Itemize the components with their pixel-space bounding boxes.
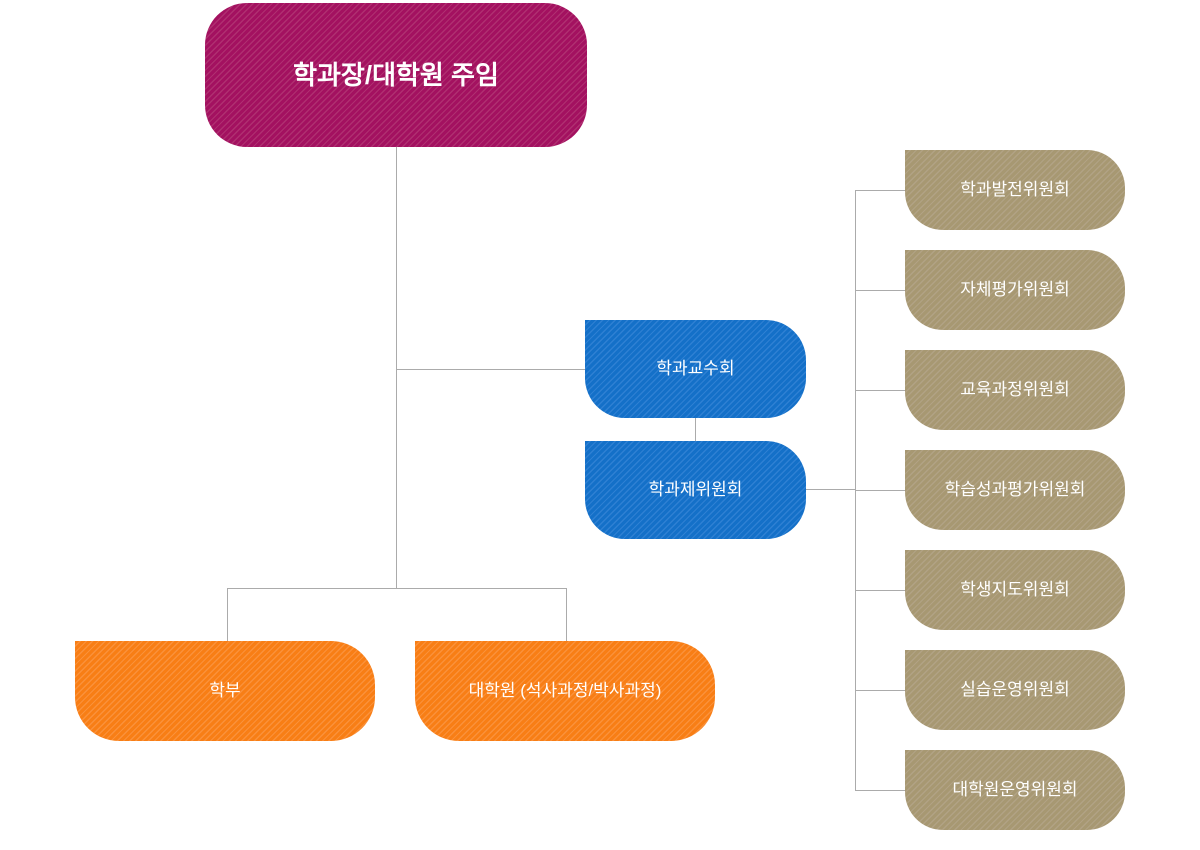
committee-node-1-label: 학과발전위원회	[960, 180, 1070, 200]
connector-between-councils	[695, 418, 696, 441]
connector-stub-committee-1	[855, 190, 905, 191]
committee-node-3: 교육과정위원회	[905, 350, 1125, 430]
connector-programs-horizontal	[227, 588, 566, 589]
node-graduate-school-label: 대학원 (석사과정/박사과정)	[468, 681, 662, 701]
node-undergraduate-label: 학부	[209, 681, 241, 701]
committee-node-7-label: 대학원운영위원회	[952, 780, 1078, 800]
connector-stub-committee-3	[855, 390, 905, 391]
connector-root-to-council	[396, 369, 585, 370]
connector-stub-committee-7	[855, 790, 905, 791]
connector-program-1-vertical	[227, 588, 228, 641]
node-department-head-label: 학과장/대학원 주임	[293, 59, 499, 90]
committee-node-3-label: 교육과정위원회	[960, 380, 1070, 400]
node-department-head: 학과장/대학원 주임	[205, 3, 587, 147]
node-faculty-council: 학과교수회	[585, 320, 806, 418]
committee-node-2: 자체평가위원회	[905, 250, 1125, 330]
committee-node-4: 학습성과평가위원회	[905, 450, 1125, 530]
connector-program-2-vertical	[566, 588, 567, 641]
committee-node-6: 실습운영위원회	[905, 650, 1125, 730]
node-undergraduate: 학부	[75, 641, 375, 741]
committee-node-5-label: 학생지도위원회	[960, 580, 1070, 600]
committee-node-7: 대학원운영위원회	[905, 750, 1125, 830]
committee-node-5: 학생지도위원회	[905, 550, 1125, 630]
committee-node-4-label: 학습성과평가위원회	[944, 480, 1086, 500]
node-department-committees: 학과제위원회	[585, 441, 806, 539]
connector-stub-committee-4	[855, 490, 905, 491]
committee-node-6-label: 실습운영위원회	[960, 680, 1070, 700]
committee-node-1: 학과발전위원회	[905, 150, 1125, 230]
connector-stub-committee-2	[855, 290, 905, 291]
node-department-committees-label: 학과제위원회	[648, 480, 743, 500]
connector-stub-committee-5	[855, 590, 905, 591]
node-faculty-council-label: 학과교수회	[656, 359, 735, 379]
connector-root-vertical	[396, 147, 397, 588]
node-graduate-school: 대학원 (석사과정/박사과정)	[415, 641, 715, 741]
committee-node-2-label: 자체평가위원회	[960, 280, 1070, 300]
connector-stub-committee-6	[855, 690, 905, 691]
connector-council-to-spine	[806, 489, 855, 490]
